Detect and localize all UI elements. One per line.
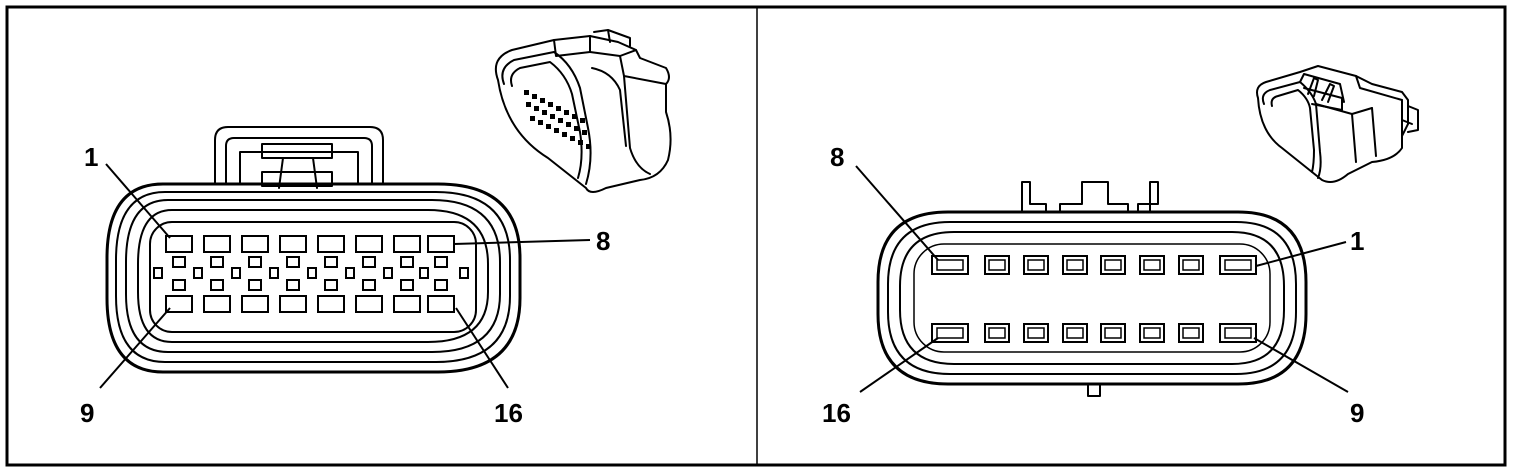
cavity-latches-bottom <box>172 279 448 291</box>
cavity <box>393 295 421 313</box>
pin <box>1100 255 1126 275</box>
pin-label-top-right: 1 <box>1350 226 1364 256</box>
cavity <box>427 295 455 313</box>
pin <box>1100 323 1126 343</box>
latch-housing <box>214 126 384 189</box>
pin <box>1219 255 1257 275</box>
pin <box>931 255 969 275</box>
cavity <box>165 235 193 253</box>
pin-label-top-left: 1 <box>84 142 98 172</box>
leader-lines-male <box>855 165 1349 393</box>
cavity-latches-top <box>172 256 448 268</box>
cavity <box>241 295 269 313</box>
diagram-border <box>5 5 1507 467</box>
cavity <box>203 295 231 313</box>
leader-lines <box>99 163 591 389</box>
cavity <box>317 295 345 313</box>
pin <box>984 323 1010 343</box>
pin <box>931 323 969 343</box>
cavity <box>203 235 231 253</box>
locking-tabs <box>1021 181 1159 213</box>
pin <box>1023 323 1049 343</box>
cavity-row-bottom <box>165 295 455 313</box>
pin-label-bottom-left: 16 <box>822 398 851 428</box>
pin-label-bottom-left: 9 <box>80 398 94 428</box>
pin <box>1023 255 1049 275</box>
pin-label-top-right: 8 <box>596 226 610 256</box>
pin-label-bottom-right: 16 <box>494 398 523 428</box>
cavity-separators <box>153 267 469 279</box>
pin <box>1139 255 1165 275</box>
female-connector-panel: 1 8 9 16 <box>80 29 672 428</box>
thumbnail-cavities <box>524 90 591 149</box>
male-connector-panel: 8 1 16 9 <box>822 65 1419 428</box>
pin <box>984 255 1010 275</box>
pin <box>1139 323 1165 343</box>
cavity <box>165 295 193 313</box>
pin <box>1062 323 1088 343</box>
cavity <box>279 295 307 313</box>
cavity-row-top <box>165 235 455 253</box>
bottom-key <box>1087 383 1101 397</box>
pin-row-bottom <box>931 323 1257 343</box>
pin-label-bottom-right: 9 <box>1350 398 1364 428</box>
cavity <box>427 235 455 253</box>
connector-body-outline-male <box>876 210 1308 386</box>
pin <box>1178 323 1204 343</box>
cavity <box>317 235 345 253</box>
female-connector-thumbnail <box>494 29 672 193</box>
pin <box>1219 323 1257 343</box>
cavity-grid <box>153 235 469 313</box>
pin-label-top-left: 8 <box>830 142 844 172</box>
pin <box>1178 255 1204 275</box>
cavity <box>279 235 307 253</box>
pin-row-top <box>931 255 1257 275</box>
cavity <box>355 235 383 253</box>
pin <box>1062 255 1088 275</box>
cavity <box>241 235 269 253</box>
cavity <box>355 295 383 313</box>
cavity <box>393 235 421 253</box>
male-connector-thumbnail <box>1256 65 1419 183</box>
connector-body-outline <box>105 182 522 374</box>
